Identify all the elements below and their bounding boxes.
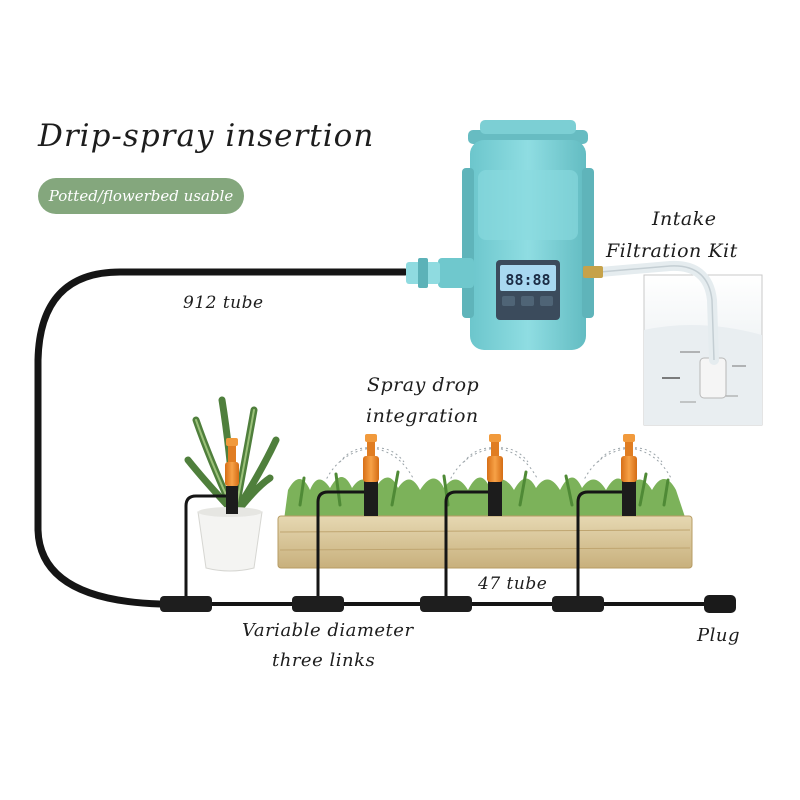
three-links-label: three links xyxy=(272,650,376,671)
main-supply-tube xyxy=(34,268,409,608)
tee-connectors xyxy=(160,596,604,612)
controller-button-left[interactable] xyxy=(502,296,515,306)
tube-912-label: 912 tube xyxy=(183,293,264,313)
intake-label: Intake xyxy=(652,208,717,230)
drip-stake-1 xyxy=(363,434,379,516)
drip-stake-3 xyxy=(621,434,637,516)
intake-filter-photo xyxy=(643,274,763,426)
spray-arcs xyxy=(325,447,673,481)
filtration-kit-label: Filtration Kit xyxy=(606,240,738,262)
planter-box xyxy=(277,470,693,569)
drip-stake-2 xyxy=(487,434,503,516)
controller-button-middle[interactable] xyxy=(521,296,534,306)
lcd-display: 88:88 xyxy=(505,271,550,289)
drip-stake-pot xyxy=(225,438,239,514)
spray-drop-label: Spray drop xyxy=(367,374,480,396)
plug-label: Plug xyxy=(697,625,740,646)
end-plug xyxy=(704,595,736,613)
controller-button-right[interactable] xyxy=(540,296,553,306)
tube-47-label: 47 tube xyxy=(478,574,548,594)
pump-controller: 88:88 xyxy=(406,120,603,350)
branch-tubes xyxy=(184,490,624,600)
variable-diameter-label: Variable diameter xyxy=(242,620,414,641)
integration-label: integration xyxy=(366,405,479,427)
usage-badge: Potted/flowerbed usable xyxy=(38,178,244,214)
page-title: Drip-spray insertion xyxy=(38,118,375,154)
